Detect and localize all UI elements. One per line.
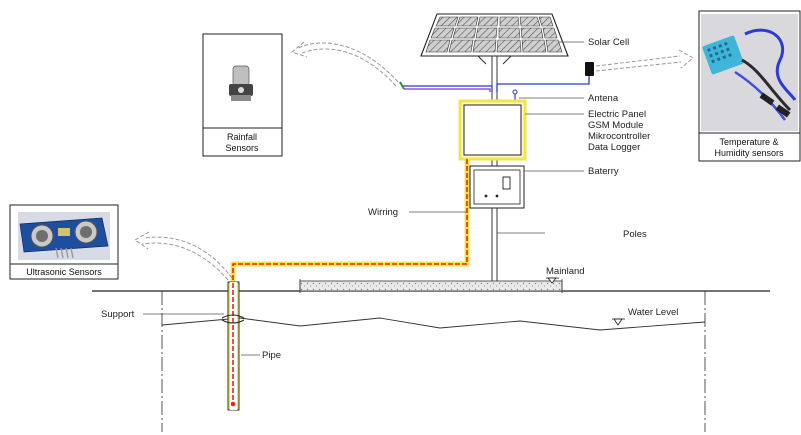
pipe xyxy=(227,281,240,411)
rainfall-sensor-box: Rainfall Sensors xyxy=(202,33,283,157)
solar-cell xyxy=(420,13,569,65)
mainland-slab xyxy=(299,280,563,292)
wirring-label: Wirring xyxy=(368,207,398,218)
ultrasonic-sensor-icon xyxy=(18,212,110,260)
panel-label-3: Mikrocontroller xyxy=(588,131,650,142)
rainfall-cable xyxy=(399,81,493,92)
panel-label-4: Data Logger xyxy=(588,142,640,153)
temperature-sensor-icon xyxy=(701,14,798,131)
temperature-sensor-box: Temperature & Humidity sensors xyxy=(698,10,801,162)
battery xyxy=(469,165,525,209)
panel-label-2: GSM Module xyxy=(588,120,643,131)
rainfall-label-2: Sensors xyxy=(225,143,259,153)
solar-cell-label: Solar Cell xyxy=(588,37,629,48)
water-level-label: Water Level xyxy=(628,307,678,318)
arrow-rainfall xyxy=(290,41,399,87)
antenna xyxy=(512,89,518,101)
arrow-temperature xyxy=(595,49,694,72)
antena-label: Antena xyxy=(588,93,619,104)
support-clamp xyxy=(221,314,245,324)
baterry-label: Baterry xyxy=(588,166,619,177)
ultrasonic-label: Ultrasonic Sensors xyxy=(26,267,102,277)
pipe-label: Pipe xyxy=(262,350,281,361)
arrow-ultrasonic xyxy=(134,231,233,281)
rainfall-sensor-icon xyxy=(229,65,253,101)
panel-label-1: Electric Panel xyxy=(588,109,646,120)
main-wiring xyxy=(230,159,470,282)
poles-label: Poles xyxy=(623,229,647,240)
electric-panel xyxy=(458,99,527,161)
mainland-label: Mainland xyxy=(546,266,585,277)
trench-walls xyxy=(161,291,706,432)
temperature-label-1: Temperature & xyxy=(719,137,778,147)
temperature-label-2: Humidity sensors xyxy=(714,148,784,158)
water-level-marker xyxy=(613,318,623,326)
temp-cable xyxy=(496,76,590,92)
sensor-node xyxy=(585,62,594,76)
water-level-line xyxy=(161,317,706,331)
support-label: Support xyxy=(101,309,135,320)
ultrasonic-sensor-box: Ultrasonic Sensors xyxy=(9,204,119,280)
rainfall-label-1: Rainfall xyxy=(227,132,257,142)
